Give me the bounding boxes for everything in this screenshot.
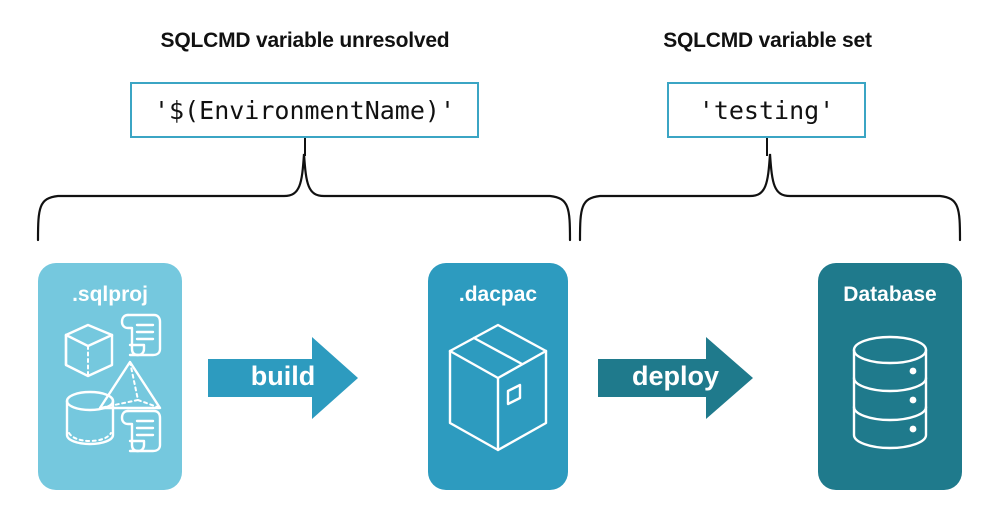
arrow-build-label: build (250, 361, 316, 391)
pyramid-icon (98, 360, 162, 410)
brace-stem-right (766, 138, 768, 156)
section-heading-set: SQLCMD variable set (663, 29, 872, 52)
scroll-icon (120, 409, 162, 453)
node-sqlproj[interactable]: .sqlproj (38, 263, 182, 490)
brace-left (36, 153, 572, 242)
brace-right (578, 153, 962, 242)
node-dacpac[interactable]: .dacpac (428, 263, 568, 490)
section-heading-unresolved: SQLCMD variable unresolved (160, 29, 450, 52)
arrow-deploy-label: deploy (631, 361, 719, 391)
package-box-icon (448, 323, 548, 452)
arrow-build-shape (208, 337, 358, 419)
status-dot (909, 425, 917, 433)
cube-icon (64, 323, 114, 378)
arrow-build (208, 337, 358, 419)
status-dot (909, 396, 917, 404)
arrow-deploy (598, 337, 753, 419)
database-cylinder-icon (852, 335, 928, 450)
value-box-unresolved: '$(EnvironmentName)' (130, 82, 479, 138)
cylinder-icon (65, 390, 115, 446)
value-box-set: 'testing' (667, 82, 866, 138)
brace-stem-left (304, 138, 306, 156)
node-database[interactable]: Database (818, 263, 962, 490)
scroll-icon (120, 313, 162, 357)
arrow-deploy-shape (598, 337, 753, 419)
node-sqlproj-label: .sqlproj (72, 283, 148, 306)
node-database-label: Database (843, 283, 937, 306)
node-dacpac-label: .dacpac (458, 283, 538, 306)
status-dot (909, 367, 917, 375)
